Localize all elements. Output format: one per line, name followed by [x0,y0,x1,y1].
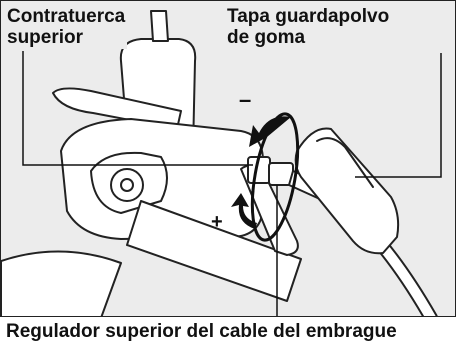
dust-boot [294,127,400,255]
rotation-ring [250,112,300,242]
left-lever [52,87,182,130]
illustration-panel: Contratuerca superior Tapa guardapolvo d… [0,0,456,317]
dust-boot-label-line2: de goma [227,26,306,48]
upper-locknut-label: Contratuerca superior [7,6,128,49]
clutch-lever-illustration [1,10,442,316]
minus-direction-arrow [249,116,291,147]
dust-boot-leader-line [355,53,442,178]
upper-locknut-label-line1: Contratuerca [7,6,126,27]
adjuster-caption: Regulador superior del cable del embragu… [6,321,397,342]
handlebar [126,200,302,302]
dust-boot-label: Tapa guardapolvo de goma [227,6,392,49]
plus-direction-arrow [231,193,257,229]
locknut-leader-line [22,51,253,166]
plus-sign: + [211,211,223,233]
dust-boot-label-line1: Tapa guardapolvo [227,6,390,27]
minus-sign: – [239,87,252,112]
upper-locknut-label-line2: superior [7,26,84,48]
mirror-rod [150,10,169,42]
